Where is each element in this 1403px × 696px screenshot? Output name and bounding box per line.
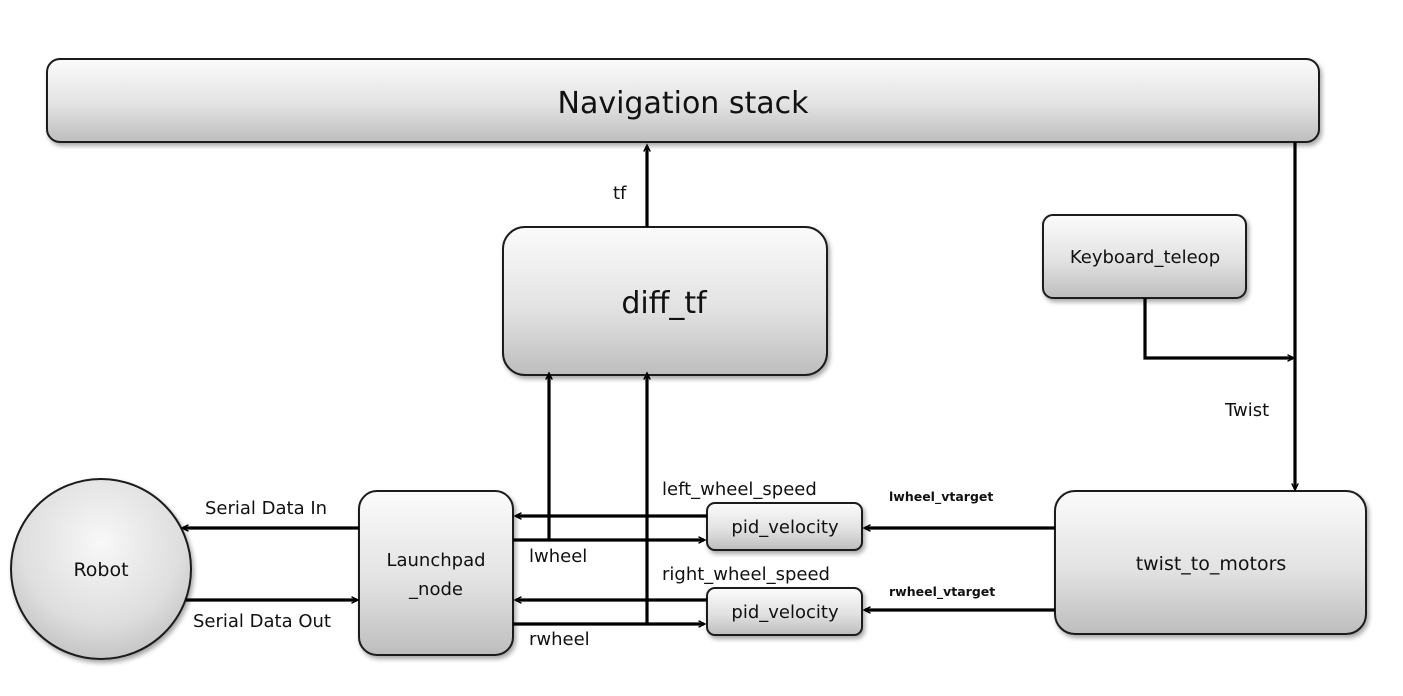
launchpad-node-label-line2: _node bbox=[408, 579, 463, 600]
robot-node: Robot bbox=[10, 478, 192, 660]
keyboard-teleop-label: Keyboard_teleop bbox=[1070, 247, 1220, 268]
left-wheel-speed-label: left_wheel_speed bbox=[662, 479, 817, 500]
diff-tf-label: diff_tf bbox=[621, 286, 708, 321]
serial-data-in-label: Serial Data In bbox=[205, 498, 327, 519]
pid-velocity-right-label: pid_velocity bbox=[731, 602, 839, 623]
diff-tf-node: diff_tf bbox=[502, 226, 828, 376]
pid-velocity-left-label: pid_velocity bbox=[731, 517, 839, 538]
launchpad-node-label-line1: Launchpad bbox=[386, 550, 485, 571]
navigation-stack-node: Navigation stack bbox=[46, 58, 1320, 143]
launchpad-node: Launchpad _node bbox=[358, 490, 514, 656]
rwheel-vtarget-label: rwheel_vtarget bbox=[889, 584, 995, 600]
rwheel-label: rwheel bbox=[529, 629, 590, 650]
robot-label: Robot bbox=[73, 559, 128, 581]
lwheel-label: lwheel bbox=[529, 546, 587, 567]
twist-to-motors-label: twist_to_motors bbox=[1136, 553, 1287, 575]
pid-velocity-right-node: pid_velocity bbox=[706, 587, 863, 636]
keyboard-teleop-edge bbox=[1143, 298, 1296, 362]
tf-label: tf bbox=[613, 183, 627, 204]
twist-to-motors-node: twist_to_motors bbox=[1054, 490, 1367, 635]
pid-velocity-left-node: pid_velocity bbox=[706, 502, 863, 551]
lwheel-vtarget-label: lwheel_vtarget bbox=[889, 489, 993, 505]
keyboard-teleop-node: Keyboard_teleop bbox=[1042, 214, 1247, 299]
twist-label: Twist bbox=[1224, 400, 1269, 421]
navigation-stack-label: Navigation stack bbox=[558, 86, 810, 121]
serial-data-out-label: Serial Data Out bbox=[193, 611, 331, 632]
right-wheel-speed-label: right_wheel_speed bbox=[662, 564, 830, 585]
